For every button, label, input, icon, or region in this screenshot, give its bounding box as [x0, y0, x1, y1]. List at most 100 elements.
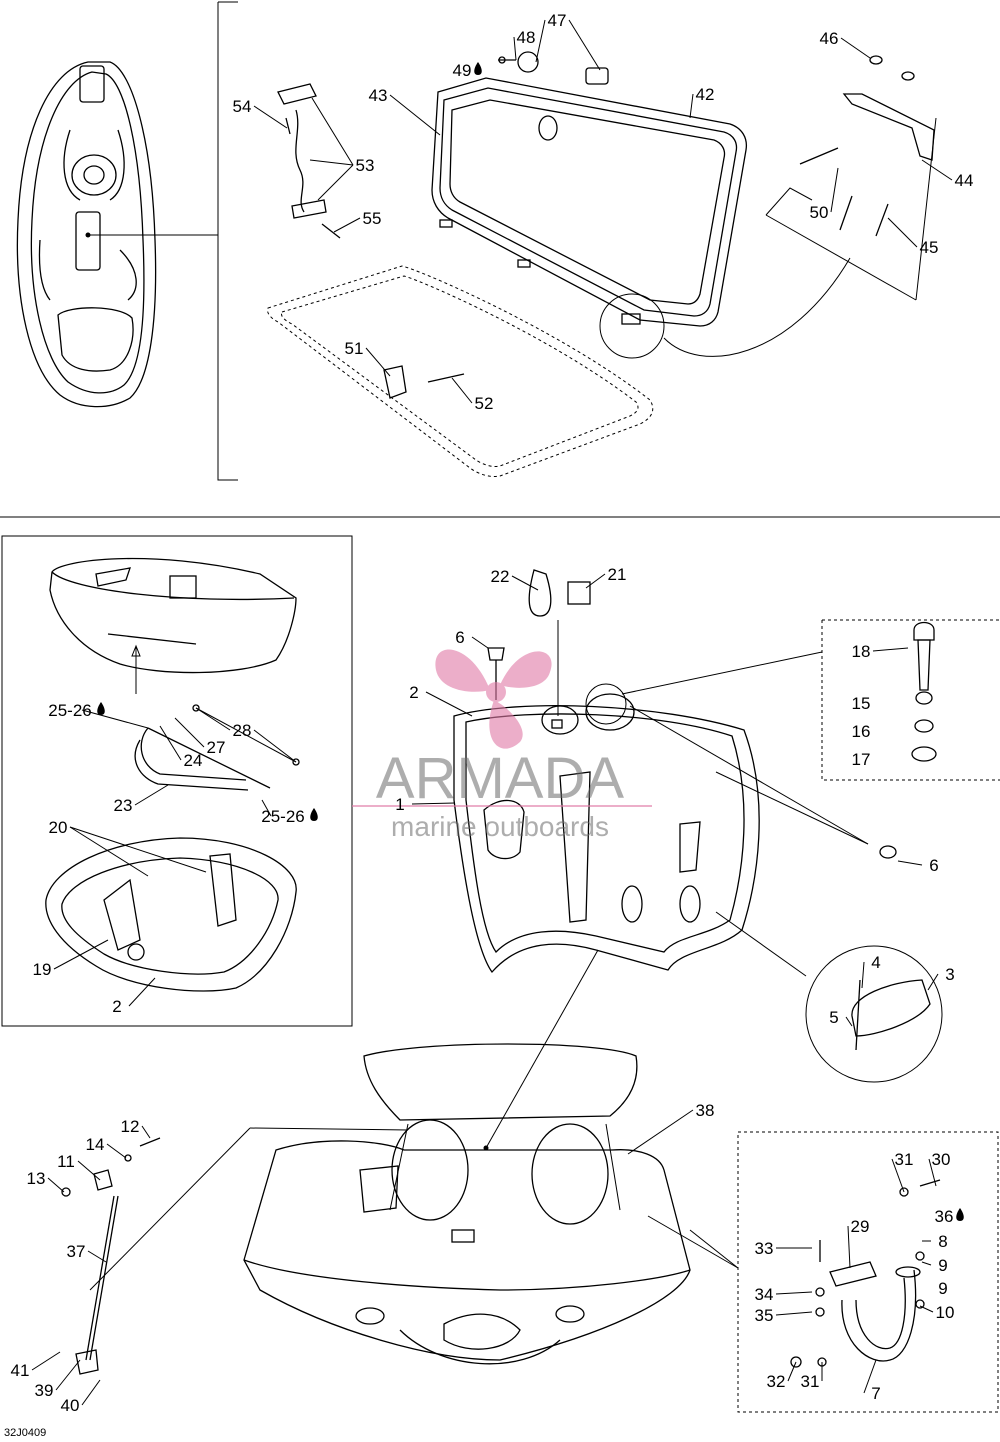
callout-label: 41: [11, 1361, 30, 1380]
leader-line: [863, 1359, 877, 1394]
leader-line: [47, 1177, 65, 1193]
leader-line: [425, 691, 473, 717]
callout-label: 37: [67, 1242, 86, 1261]
leader-line: [787, 1361, 797, 1382]
callout-13: 13: [27, 1169, 65, 1193]
leader-line: [568, 19, 601, 71]
propeller-icon: [435, 649, 490, 692]
leader-line: [195, 707, 231, 731]
leader-line: [830, 167, 839, 213]
oil-drop-icon: [956, 1208, 964, 1221]
leader-line: [333, 217, 361, 233]
callout-6: 6: [455, 628, 489, 649]
hull-top-view: [16, 61, 157, 408]
callout-22: 22: [491, 567, 539, 591]
callout-25-26: 25-26: [48, 701, 149, 729]
callout-2: 2: [112, 977, 156, 1016]
callout-label: 50: [810, 203, 829, 222]
leader-line: [77, 1160, 101, 1181]
callout-label: 23: [114, 796, 133, 815]
leader-line: [69, 826, 207, 873]
callout-45: 45: [887, 217, 938, 257]
callout-label: 30: [932, 1150, 951, 1169]
callout-label: 53: [356, 156, 375, 175]
leader-line: [897, 860, 923, 866]
leader-line: [451, 377, 473, 404]
oil-drop-icon: [310, 808, 318, 821]
callout-47: 47: [535, 11, 601, 71]
callout-label: 34: [755, 1285, 774, 1304]
pad-21: [567, 581, 591, 605]
callout-label: 27: [207, 738, 226, 757]
callout-32: 32: [767, 1361, 797, 1391]
callout-21: 21: [585, 565, 626, 589]
callout-label: 25-26: [261, 807, 304, 826]
callout-6: 6: [897, 856, 939, 875]
strap-22: [528, 569, 552, 617]
inset-lower-tub: [45, 837, 297, 992]
callout-label: 7: [871, 1384, 880, 1403]
leader-line: [134, 784, 169, 806]
callout-label: 47: [548, 11, 567, 30]
callout-41: 41: [11, 1351, 61, 1380]
callout-label: 31: [895, 1150, 914, 1169]
callout-label: 4: [871, 953, 880, 972]
callout-label: 6: [455, 628, 464, 647]
leader-line: [87, 1250, 107, 1263]
callout-label: 49: [453, 61, 472, 80]
callout-44: 44: [921, 159, 974, 190]
leader-line: [891, 1158, 905, 1193]
callout-31: 31: [891, 1150, 914, 1193]
leader-line: [365, 347, 391, 377]
callout-17: 17: [852, 750, 871, 769]
leader-line: [81, 1379, 101, 1406]
callout-label: 33: [755, 1239, 774, 1258]
detail-circle-3-5: [805, 945, 943, 1083]
callout-label: 55: [363, 209, 382, 228]
watermark-tagline: marine outboards: [391, 811, 609, 842]
callout-27: 27: [174, 717, 226, 757]
leader-line: [55, 1359, 81, 1391]
leader-line: [141, 1125, 151, 1139]
callout-25-26: 25-26: [261, 799, 318, 826]
callout-label: 54: [233, 97, 252, 116]
callout-label: 44: [955, 171, 974, 190]
inset-box-right: [737, 1131, 999, 1413]
callout-label: 32: [767, 1372, 786, 1391]
leader-line: [253, 105, 288, 129]
leader-line: [928, 1158, 937, 1187]
leader-line: [317, 164, 354, 201]
callout-36: 36: [935, 1207, 964, 1226]
callout-label: 16: [852, 722, 871, 741]
leader-line: [775, 1291, 813, 1295]
callout-label: 24: [184, 751, 203, 770]
callout-8: 8: [922, 1232, 948, 1251]
callout-39: 39: [35, 1359, 81, 1400]
callout-23: 23: [114, 784, 169, 815]
callout-33: 33: [755, 1239, 812, 1258]
callout-4: 4: [861, 953, 881, 989]
leader-line: [847, 1225, 851, 1269]
callout-20: 20: [49, 818, 207, 877]
callout-7: 7: [863, 1359, 881, 1403]
callout-label: 19: [33, 960, 52, 979]
leader-line: [535, 19, 546, 63]
callout-12: 12: [121, 1117, 151, 1139]
callout-48: 48: [513, 28, 535, 61]
callout-2: 2: [409, 683, 473, 717]
inset-bar: [134, 704, 300, 791]
callout-label: 36: [935, 1207, 954, 1226]
callout-label: 52: [475, 394, 494, 413]
watermark-logo: ARMADA marine outboards: [352, 649, 652, 842]
callout-label: 12: [121, 1117, 140, 1136]
callout-9: 9: [938, 1279, 947, 1298]
leader-line: [840, 37, 871, 59]
callout-label: 17: [852, 750, 871, 769]
callout-label: 1: [395, 795, 404, 814]
callout-35: 35: [755, 1306, 813, 1325]
leader-line: [921, 159, 953, 181]
leader-line: [69, 826, 149, 877]
callout-14: 14: [86, 1135, 127, 1159]
callout-1: 1: [395, 795, 456, 814]
